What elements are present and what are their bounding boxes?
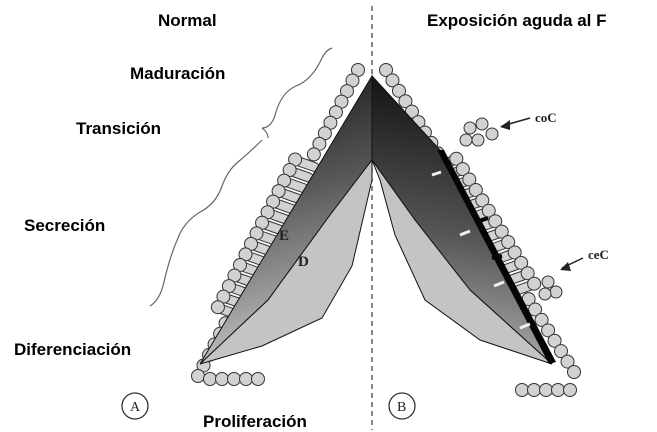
enamel-letter: E: [279, 228, 289, 244]
dentin-letter: D: [298, 254, 309, 270]
svg-text:A: A: [130, 400, 141, 415]
cell-nucleus: [542, 276, 554, 288]
cell-nucleus: [472, 134, 484, 146]
cell-nucleus: [216, 373, 229, 386]
cell-nucleus: [211, 301, 224, 314]
cell-nucleus: [476, 118, 488, 130]
callout-coc-arrowhead: [500, 120, 510, 130]
svg-text:B: B: [397, 400, 406, 415]
cell-nucleus: [464, 122, 476, 134]
cell-nucleus: [252, 373, 265, 386]
cell-nucleus: [307, 148, 320, 161]
cell-nucleus: [540, 384, 553, 397]
cell-nucleus: [228, 373, 241, 386]
panel-b-marker: B: [389, 393, 415, 419]
panel-b-title: Exposición aguda al F: [427, 11, 606, 30]
cell-nucleus: [568, 366, 581, 379]
stage-transition-label: Transición: [76, 119, 161, 138]
cell-nucleus: [552, 384, 565, 397]
cell-nucleus: [528, 384, 541, 397]
cell-nucleus: [486, 128, 498, 140]
cell-nucleus: [460, 134, 472, 146]
callout-cec-label: ceC: [588, 247, 609, 262]
stage-proliferation-label: Proliferación: [203, 412, 307, 431]
cell-nucleus: [516, 384, 529, 397]
stage-secretion-label: Secreción: [24, 216, 105, 235]
cell-nucleus: [539, 288, 551, 300]
cell-nucleus: [192, 370, 205, 383]
panel-a-marker: A: [122, 393, 148, 419]
cell-nucleus: [550, 286, 562, 298]
cell-nucleus: [240, 373, 253, 386]
cell-nucleus: [564, 384, 577, 397]
stage-differentiation-label: Diferenciación: [14, 340, 131, 359]
cell-nucleus: [204, 373, 217, 386]
panel-a-title: Normal: [158, 11, 217, 30]
callout-cec-arrowhead: [560, 262, 571, 271]
cell-nucleus: [528, 277, 541, 290]
stage-maturation-label: Maduración: [130, 64, 225, 83]
callout-coc-label: coC: [535, 110, 557, 125]
